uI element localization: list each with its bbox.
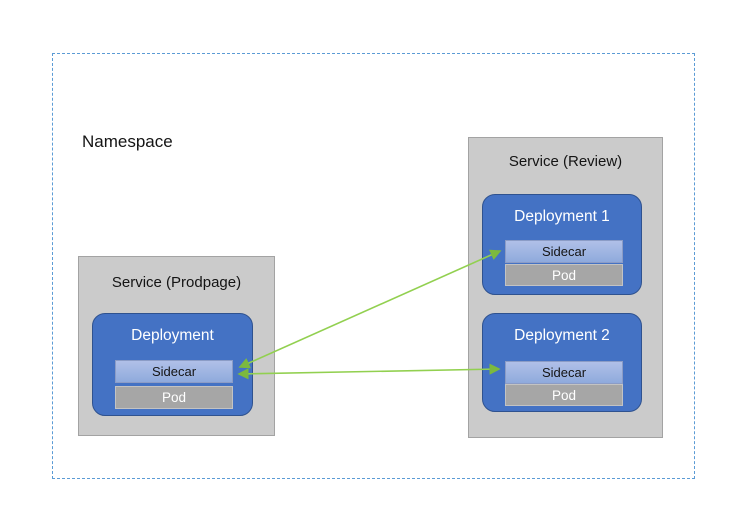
deployment-2-box: Deployment 2 Sidecar Pod — [482, 313, 642, 412]
namespace-boundary — [52, 53, 695, 479]
service-prodpage-title: Service (Prodpage) — [111, 274, 242, 291]
service-review-box: Service (Review) Deployment 1 Sidecar Po… — [468, 137, 663, 438]
prodpage-pod-box: Pod — [115, 386, 233, 409]
deployment-prodpage-label: Deployment — [131, 327, 214, 344]
deployment-1-sidecar-box: Sidecar — [505, 240, 623, 263]
deployment-1-label: Deployment 1 — [514, 208, 610, 225]
namespace-label: Namespace — [82, 132, 173, 151]
deployment-prodpage-box: Deployment Sidecar Pod — [92, 313, 253, 416]
deployment-1-pod-box: Pod — [505, 264, 623, 286]
service-prodpage-box: Service (Prodpage) Deployment Sidecar Po… — [78, 256, 275, 436]
service-review-title: Service (Review) — [508, 153, 623, 170]
deployment-2-pod-box: Pod — [505, 384, 623, 406]
prodpage-sidecar-box: Sidecar — [115, 360, 233, 383]
deployment-1-box: Deployment 1 Sidecar Pod — [482, 194, 642, 295]
deployment-2-sidecar-box: Sidecar — [505, 361, 623, 384]
deployment-2-label: Deployment 2 — [514, 327, 610, 344]
